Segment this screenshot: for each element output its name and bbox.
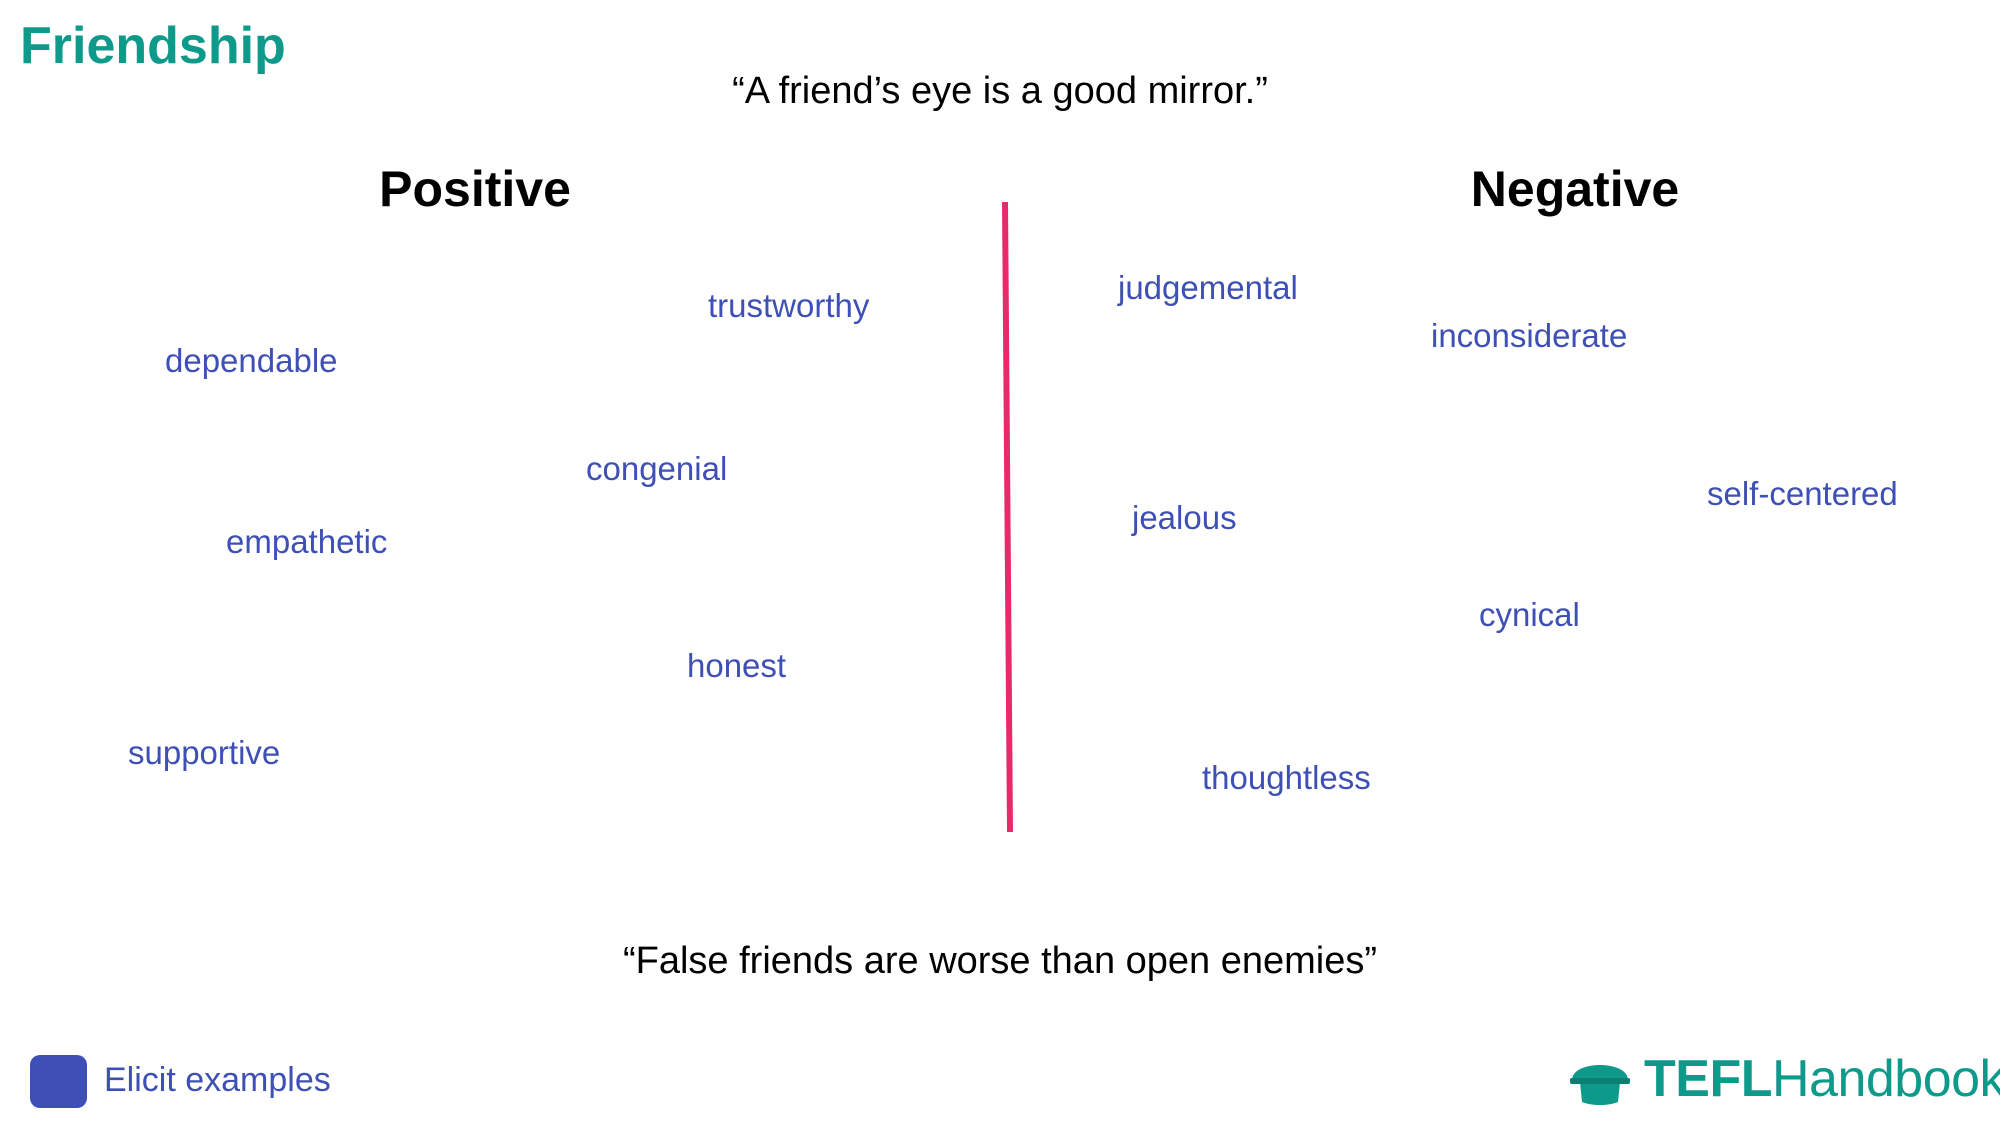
slide-title: Friendship [20,17,286,75]
graduation-cap-icon [1570,1065,1630,1105]
word-jealous: jealous [1132,499,1237,536]
brand-name: TEFLHandbook [1644,1049,2000,1109]
word-dependable: dependable [165,342,338,379]
word-thoughtless: thoughtless [1202,759,1371,796]
heading-positive: Positive [379,161,571,217]
legend-label: Elicit examples [104,1061,331,1099]
word-cynical: cynical [1479,596,1580,633]
word-judgemental: judgemental [1118,269,1298,306]
word-empathetic: empathetic [226,523,388,560]
word-supportive: supportive [128,734,281,771]
word-trustworthy: trustworthy [708,287,870,324]
quote-top: “A friend’s eye is a good mirror.” [732,70,1268,112]
word-self-centered: self-centered [1707,475,1898,512]
word-inconsiderate: inconsiderate [1431,317,1628,354]
word-honest: honest [687,647,787,684]
word-congenial: congenial [586,450,728,487]
brand-name-part1: TEFL [1644,1050,1772,1108]
legend-swatch [30,1055,87,1108]
brand-name-part2: Handbook [1771,1050,2000,1108]
quote-bottom: “False friends are worse than open enemi… [622,940,1378,982]
brand-logo: TEFLHandbook [1568,1048,2000,1110]
heading-negative: Negative [1470,161,1680,217]
